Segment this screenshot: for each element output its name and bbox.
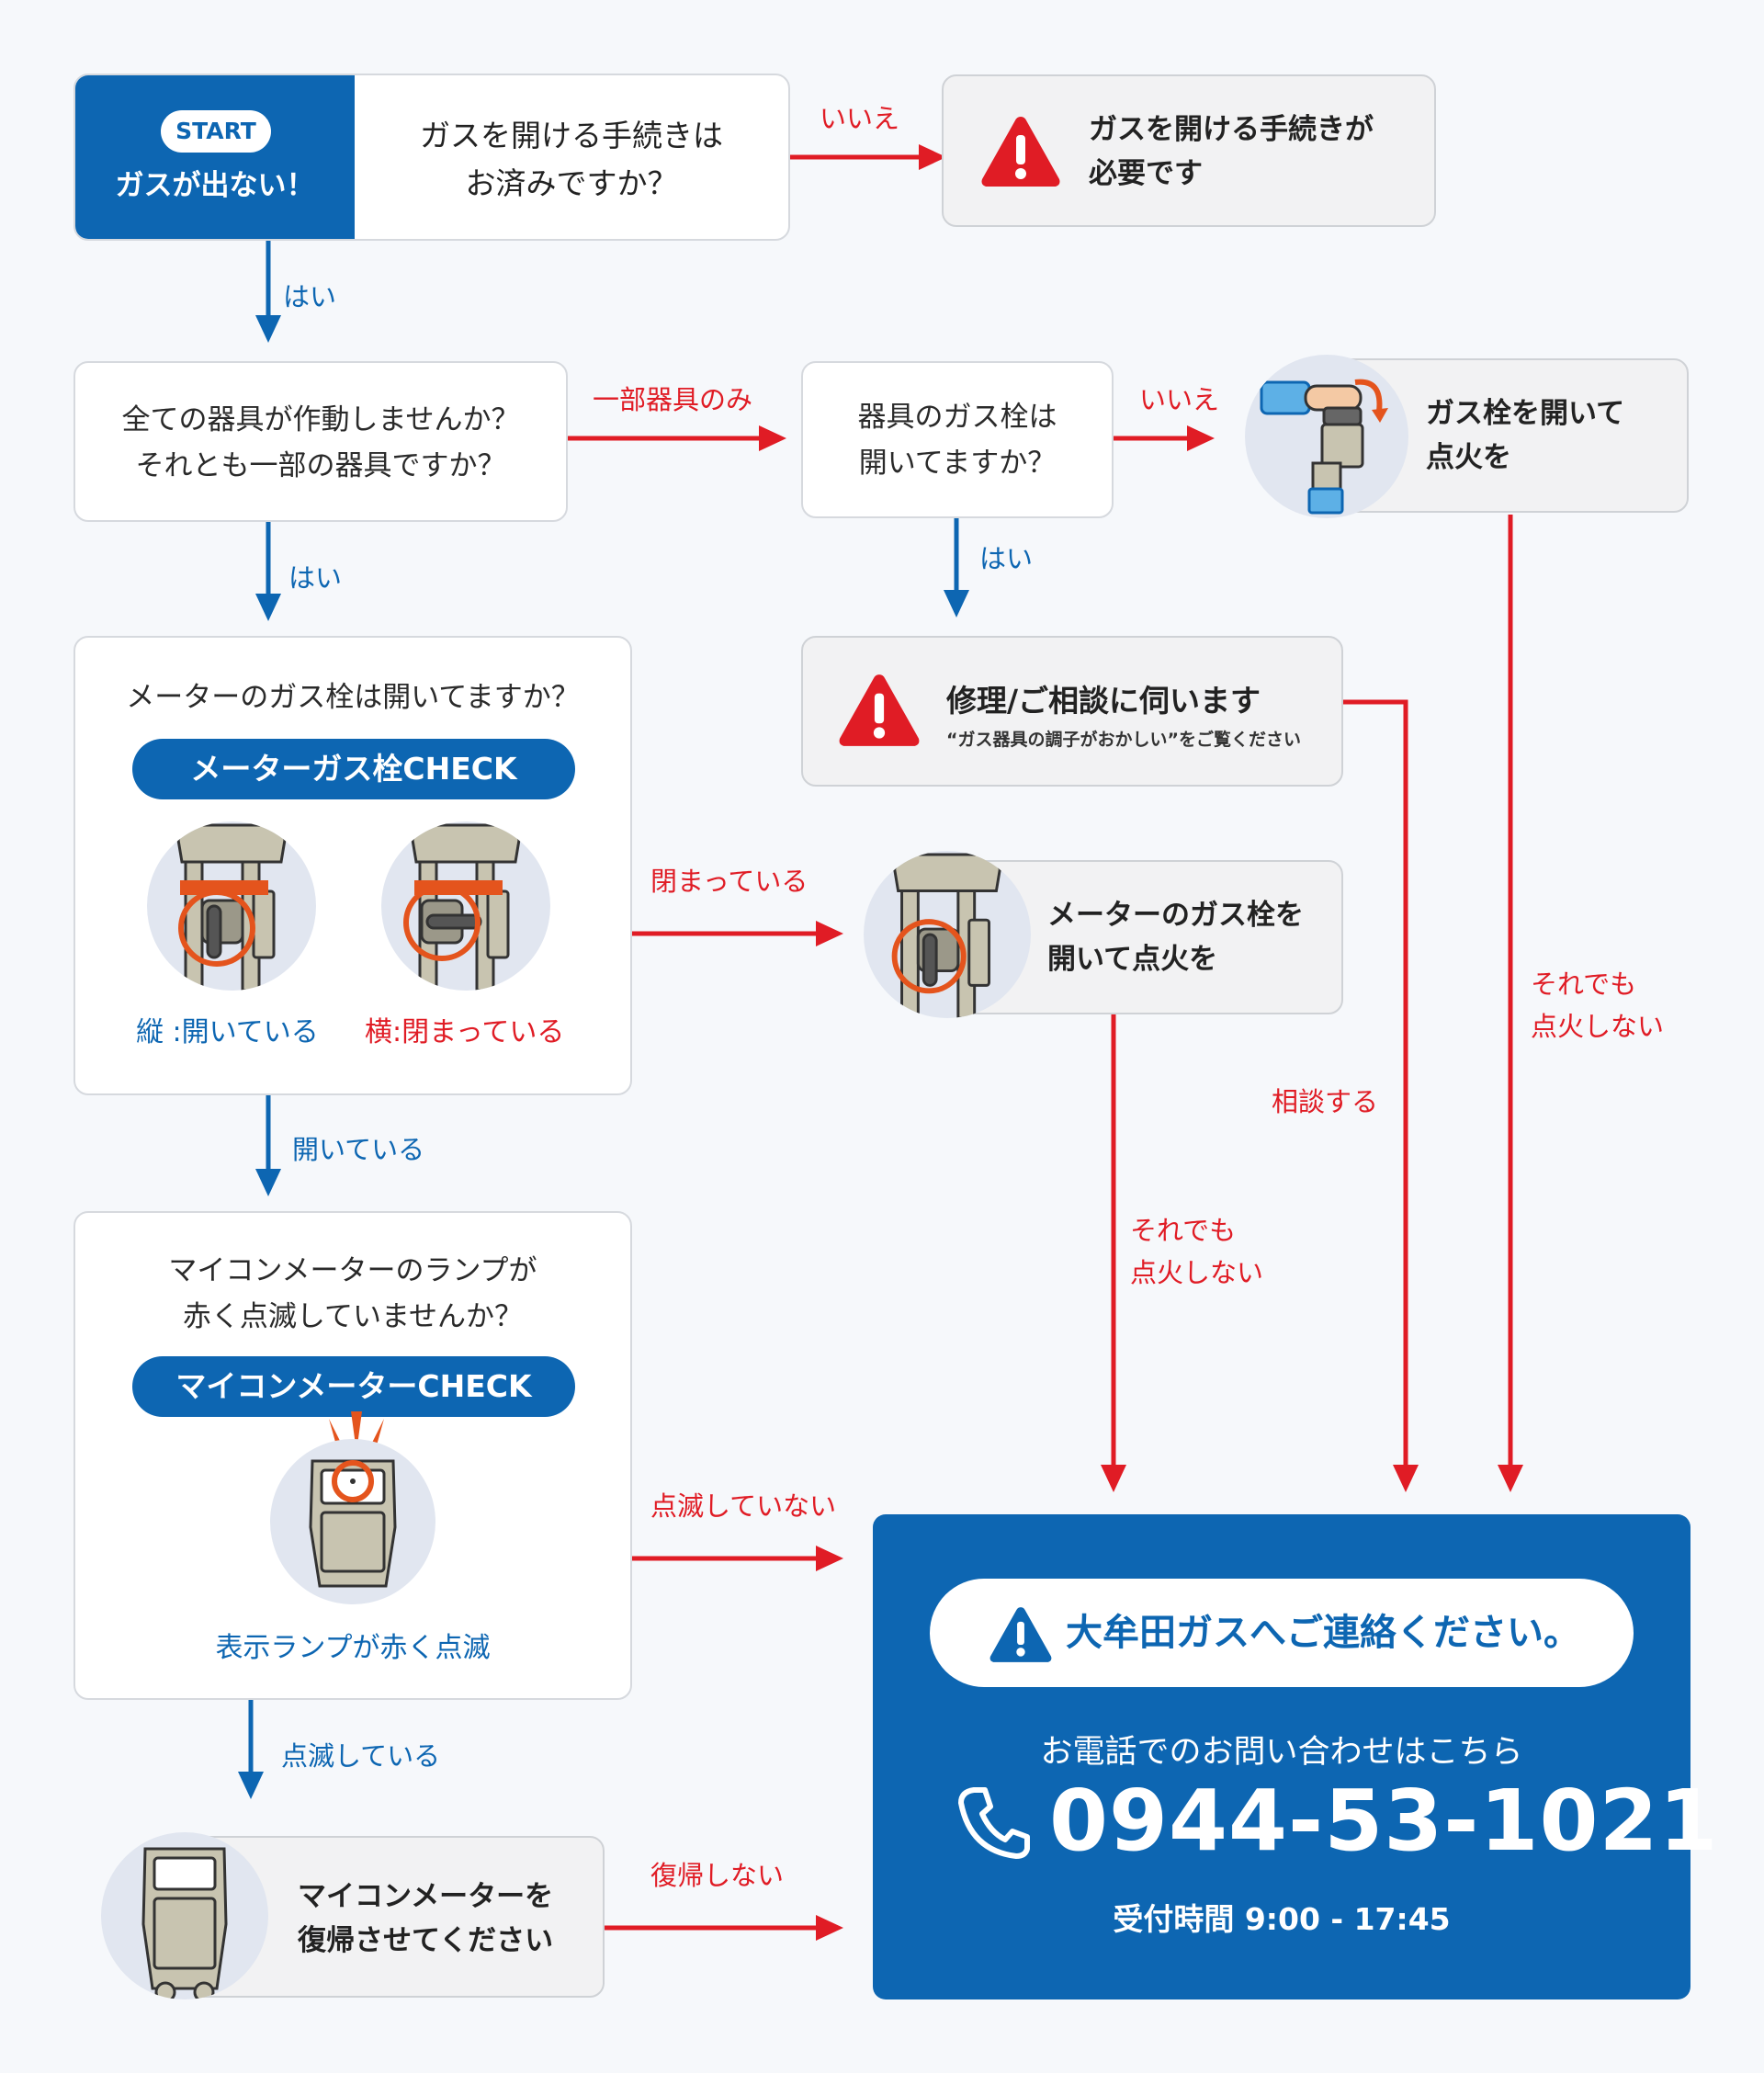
r1-line2: 必要です [1089, 157, 1203, 190]
microcomputer-meter-illustration [270, 1439, 435, 1604]
q4-question: メーターのガス栓は開いてますか？ [126, 681, 580, 714]
contact-hours-value: 9:00 - 17:45 [1244, 1901, 1451, 1937]
q2-line2: それとも一部の器具ですか？ [135, 449, 506, 482]
q5-text: マイコンメーターのランプが 赤く点滅していませんか？ [75, 1248, 630, 1340]
caption-valve-open: 縦 :開いている [136, 1016, 319, 1048]
label-q1-yes: はい [283, 281, 337, 312]
warning-icon [981, 117, 1060, 187]
label-partial: 一部器具のみ [593, 384, 753, 415]
reset-meter-illustration [101, 1832, 268, 1999]
r3-line1: ガス栓を開いて [1426, 397, 1625, 430]
label-still-b1: それでも [1130, 1215, 1237, 1246]
r1-line1: ガスを開ける手続きが [1089, 113, 1374, 146]
repair-box: 修理/ご相談に伺います “ガス器具の調子がおかしい”をご覧ください [801, 636, 1343, 787]
repair-sub: “ガス器具の調子がおかしい”をご覧ください [946, 730, 1301, 750]
r4-line2: 開いて点火を [1047, 943, 1218, 976]
label-still-b2: 点火しない [1130, 1257, 1264, 1288]
start-badge: START [161, 110, 271, 153]
phone-icon[interactable] [957, 1784, 1031, 1860]
q2-box: 全ての器具が作動しませんか？ それとも一部の器具ですか？ [74, 361, 568, 522]
contact-headline-pill: 大牟田ガスへご連絡ください。 [930, 1579, 1634, 1687]
label-not-blinking: 点滅していない [650, 1490, 837, 1522]
r3-line2: 点火を [1426, 441, 1511, 474]
label-q1-no: いいえ [820, 103, 900, 134]
meter-valve-check-pill: メーターガス栓CHECK [132, 739, 575, 799]
r3-text: ガス栓を開いて 点火を [1426, 391, 1624, 480]
contact-hours-label: 受付時間 [1113, 1901, 1235, 1937]
contact-lead: お電話でのお問い合わせはこちら [1040, 1734, 1523, 1771]
q4-box: メーターのガス栓は開いてますか？ メーターガス栓CHECK 縦 :開いている 横… [74, 636, 632, 1095]
contact-panel: 大牟田ガスへご連絡ください。 お電話でのお問い合わせはこちら 0944-53-1… [873, 1514, 1718, 1999]
start-question-box: START ガスが出ない！ ガスを開ける手続きは お済みですか？ [74, 74, 790, 241]
label-q2-yes: はい [288, 562, 343, 594]
q3-line1: 器具のガス栓は [857, 401, 1057, 434]
label-still-b: それでも 点火しない [1130, 1209, 1263, 1294]
caption-valve-closed: 横:閉まっている [365, 1016, 565, 1048]
r5-text: マイコンメーターを 復帰させてください [298, 1875, 553, 1963]
label-blinking: 点滅している [281, 1740, 441, 1772]
label-not-recovered: 復帰しない [650, 1860, 785, 1891]
label-opened: 開いている [292, 1134, 425, 1165]
arrow-repair-consult [1343, 699, 1408, 1467]
hand-valve-illustration [1245, 355, 1408, 518]
label-q3-yes: はい [979, 543, 1034, 574]
q2-line1: 全ての器具が作動しませんか？ [121, 403, 520, 436]
q5-line1: マイコンメーターのランプが [168, 1254, 537, 1287]
contact-headline: 大牟田ガスへご連絡ください。 [1066, 1612, 1580, 1654]
q3-box: 器具のガス栓は 開いてますか？ [801, 361, 1114, 518]
contact-hours: 受付時間 9:00 - 17:45 [873, 1895, 1690, 1939]
label-closed: 閉まっている [650, 866, 808, 897]
r5-line1: マイコンメーターを [298, 1880, 554, 1913]
start-panel: START ガスが出ない！ [75, 75, 355, 239]
contact-phone[interactable]: 0944-53-1021 [1049, 1772, 1719, 1870]
r5-line2: 復帰させてください [298, 1924, 554, 1957]
caption-lamp-blinking: 表示ランプが赤く点滅 [215, 1632, 491, 1664]
label-q3-no: いいえ [1139, 384, 1220, 415]
label-still-a: それでも 点火しない [1531, 963, 1664, 1048]
r4-line1: メーターのガス栓を [1047, 899, 1304, 932]
microcomputer-meter-check-pill: マイコンメーターCHECK [132, 1356, 575, 1417]
r4-text: メーターのガス栓を 開いて点火を [1047, 893, 1304, 981]
meter-valve-illustration [864, 851, 1031, 1018]
q1-line2: お済みですか？ [465, 165, 678, 201]
start-title: ガスが出ない！ [115, 169, 315, 202]
valve-closed-illustration [381, 821, 550, 991]
label-still-a1: それでも [1531, 969, 1637, 1000]
repair-title: 修理/ご相談に伺います [946, 683, 1261, 719]
warning-icon [839, 674, 920, 746]
label-consult: 相談する [1272, 1086, 1379, 1117]
label-still-a2: 点火しない [1531, 1011, 1665, 1042]
q5-line2: 赤く点滅していませんか？ [182, 1300, 524, 1333]
q5-box: マイコンメーターのランプが 赤く点滅していませんか？ マイコンメーターCHECK… [74, 1211, 632, 1700]
q3-line2: 開いてますか？ [858, 447, 1057, 480]
q2-text: 全ての器具が作動しませんか？ それとも一部の器具ですか？ [75, 397, 566, 489]
r1-text: ガスを開ける手続きが 必要です [1089, 108, 1374, 196]
q1-line1: ガスを開ける手続きは [420, 118, 723, 153]
warning-icon [989, 1607, 1052, 1662]
q1-text: ガスを開ける手続きは お済みですか？ [355, 112, 788, 208]
procedure-required-box: ガスを開ける手続きが 必要です [942, 74, 1436, 227]
q3-text: 器具のガス栓は 開いてますか？ [803, 394, 1112, 486]
valve-open-illustration [147, 821, 316, 991]
